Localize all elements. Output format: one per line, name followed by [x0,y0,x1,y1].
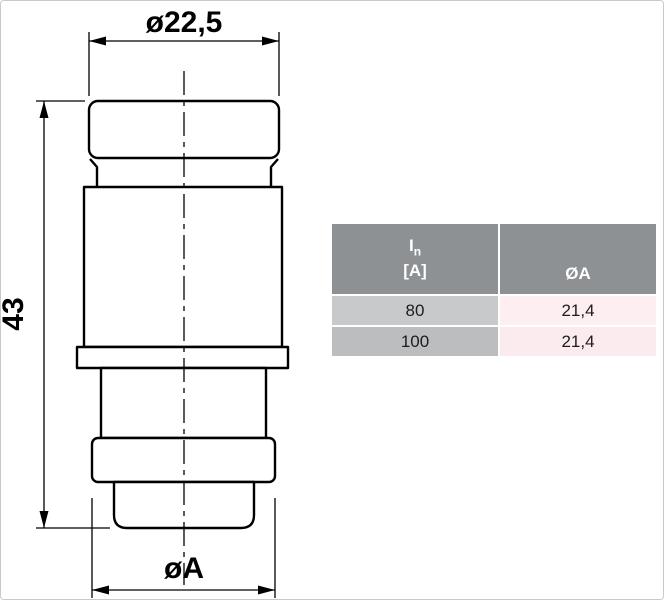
header-diameter: ØA [500,224,656,294]
fuse-neck-right [269,158,279,187]
header-current: In [A] [332,224,498,294]
header-diameter-label: ØA [565,264,591,284]
fuse-neck-left [89,158,99,187]
dim-top-diameter: ø22,5 [88,6,280,96]
dim-bottom-diameter: øA [91,498,276,598]
arrowhead [92,585,109,595]
top-diameter-label: ø22,5 [146,6,223,39]
arrowhead [39,511,49,528]
spec-table: In [A] ØA 80 21,4 100 21,4 [332,224,656,356]
row-current-value: 80 [332,296,498,325]
fuse-outline [75,99,290,530]
row-diameter-value: 21,4 [500,327,656,356]
dim-height: 43 [1,100,110,529]
fuse-body [82,185,284,349]
header-current-subscript: n [413,244,422,259]
arrowhead [262,36,279,46]
arrowhead [39,101,49,118]
row-diameter-value: 21,4 [500,296,656,325]
header-current-symbol: In [408,236,422,259]
bottom-diameter-label: øA [164,552,204,585]
height-label: 43 [1,297,30,330]
arrowhead [89,36,106,46]
fuse-flange [75,345,290,370]
row-current-value: 100 [332,327,498,356]
arrowhead [258,585,275,595]
header-current-unit: [A] [403,260,427,280]
